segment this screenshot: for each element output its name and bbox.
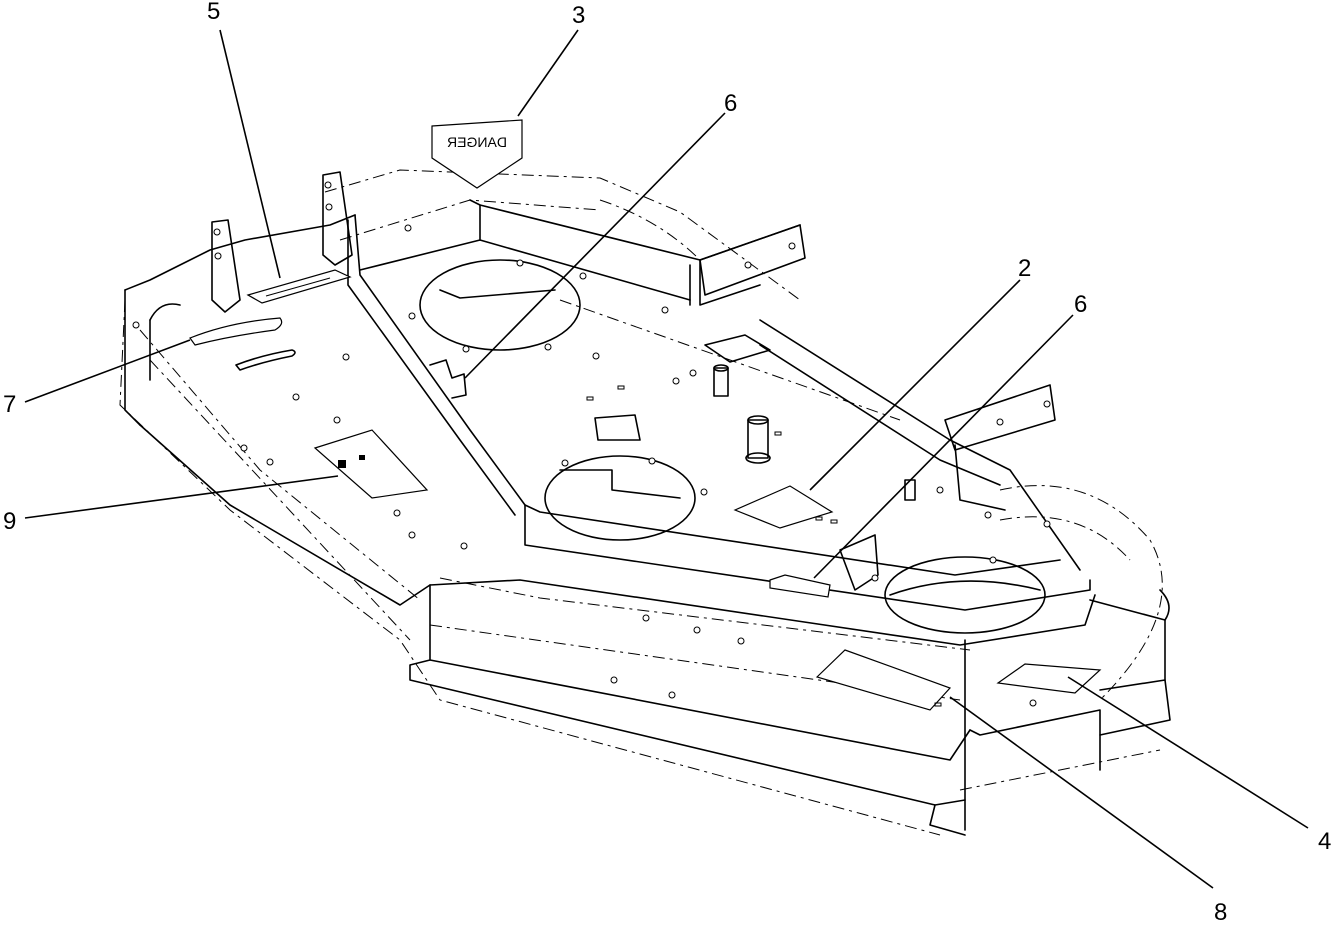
decal-8 xyxy=(815,649,952,711)
mount-brackets xyxy=(211,171,1056,591)
spindles xyxy=(713,364,916,501)
leader-9 xyxy=(24,475,339,519)
blade-openings xyxy=(419,259,1046,634)
leader-2 xyxy=(809,279,1021,491)
decal-7 xyxy=(189,317,283,346)
callout-3: 3 xyxy=(572,2,586,29)
decal-6-upper xyxy=(429,359,467,399)
leader-6-upper xyxy=(464,112,726,379)
decal-4 xyxy=(996,663,1102,694)
callout-7: 7 xyxy=(3,391,17,418)
callout-5: 5 xyxy=(207,0,221,25)
leader-7 xyxy=(24,339,191,403)
leader-5 xyxy=(219,29,281,279)
danger-decal-text: DANGER xyxy=(447,134,507,150)
callout-8: 8 xyxy=(1214,899,1228,926)
leader-3 xyxy=(517,29,579,117)
deck-top-plate xyxy=(124,199,1171,836)
leader-8 xyxy=(949,696,1214,889)
danger-decal xyxy=(431,119,523,189)
leader-6-lower xyxy=(813,314,1074,579)
callout-4: 4 xyxy=(1318,828,1332,855)
callout-6-lower: 6 xyxy=(1074,291,1088,318)
callout-2: 2 xyxy=(1018,255,1032,282)
callout-9: 9 xyxy=(3,508,17,535)
leader-lines xyxy=(24,29,1309,889)
decal-9 xyxy=(313,429,429,499)
decals: DANGER xyxy=(189,119,1102,711)
decal-2 xyxy=(733,485,834,529)
decal-6-lower xyxy=(769,574,831,598)
callout-6-upper: 6 xyxy=(724,90,738,117)
bolt-holes xyxy=(132,224,1051,707)
leader-4 xyxy=(1067,676,1309,829)
